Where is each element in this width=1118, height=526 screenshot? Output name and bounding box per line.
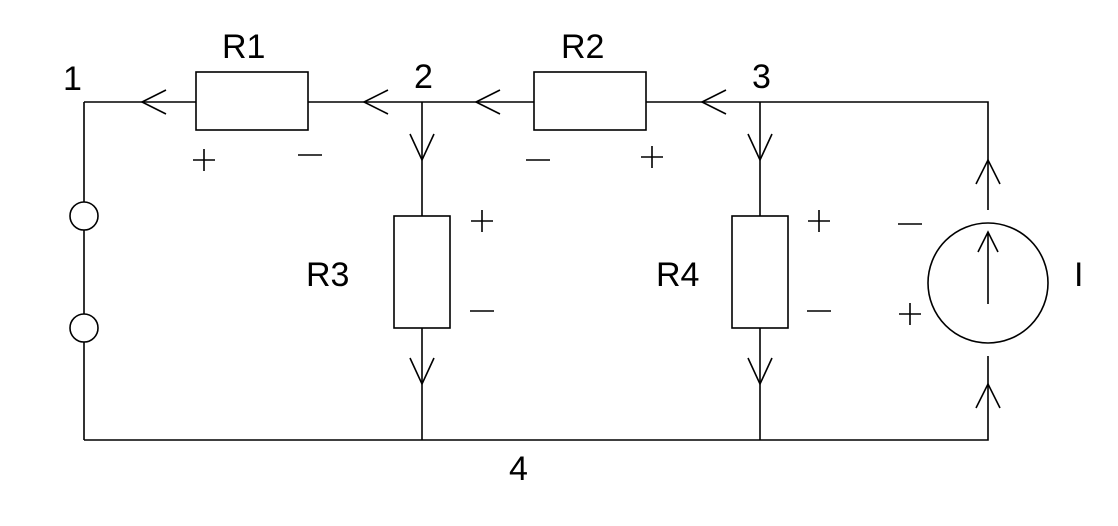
r4-plus-sign — [808, 210, 830, 232]
source-plus-sign — [899, 303, 921, 325]
arrow-down-r4-top — [747, 133, 773, 162]
terminal-lower — [69, 313, 99, 343]
current-source — [927, 222, 1049, 344]
arrow-down-r4-bottom — [747, 357, 773, 386]
terminal-upper — [69, 201, 99, 231]
node-label-3: 3 — [752, 58, 771, 96]
wires — [83, 101, 989, 441]
label-r3: R3 — [306, 256, 349, 294]
polarity-signs — [193, 146, 922, 325]
arrow-down-r3-top — [409, 133, 435, 162]
label-current-source: I — [1074, 256, 1083, 294]
resistor-r1 — [195, 71, 309, 131]
label-r2: R2 — [561, 28, 604, 66]
current-source-arrow — [977, 230, 999, 304]
label-r4: R4 — [656, 256, 699, 294]
current-arrows — [140, 89, 1001, 409]
top-wire-right — [646, 101, 989, 210]
arrow-left-top-4 — [700, 89, 727, 115]
node-label-2: 2 — [414, 58, 433, 96]
bottom-wire — [84, 356, 989, 441]
arrow-up-source-bottom — [975, 382, 1001, 409]
resistor-r2 — [533, 71, 647, 131]
current-source-circle — [927, 222, 1049, 344]
arrow-up-source-top — [975, 158, 1001, 185]
arrow-left-top-2 — [362, 89, 389, 115]
arrow-down-r3-bottom — [409, 357, 435, 386]
resistor-r3 — [393, 215, 451, 329]
arrow-left-top-3 — [474, 89, 501, 115]
r2-plus-sign — [641, 146, 663, 168]
node-label-1: 1 — [63, 60, 82, 98]
label-r1: R1 — [222, 28, 265, 66]
r3-plus-sign — [471, 210, 493, 232]
resistor-r4 — [731, 215, 789, 329]
r1-plus-sign — [193, 149, 215, 171]
node-label-4: 4 — [509, 450, 528, 488]
arrow-left-top-1 — [140, 89, 167, 115]
